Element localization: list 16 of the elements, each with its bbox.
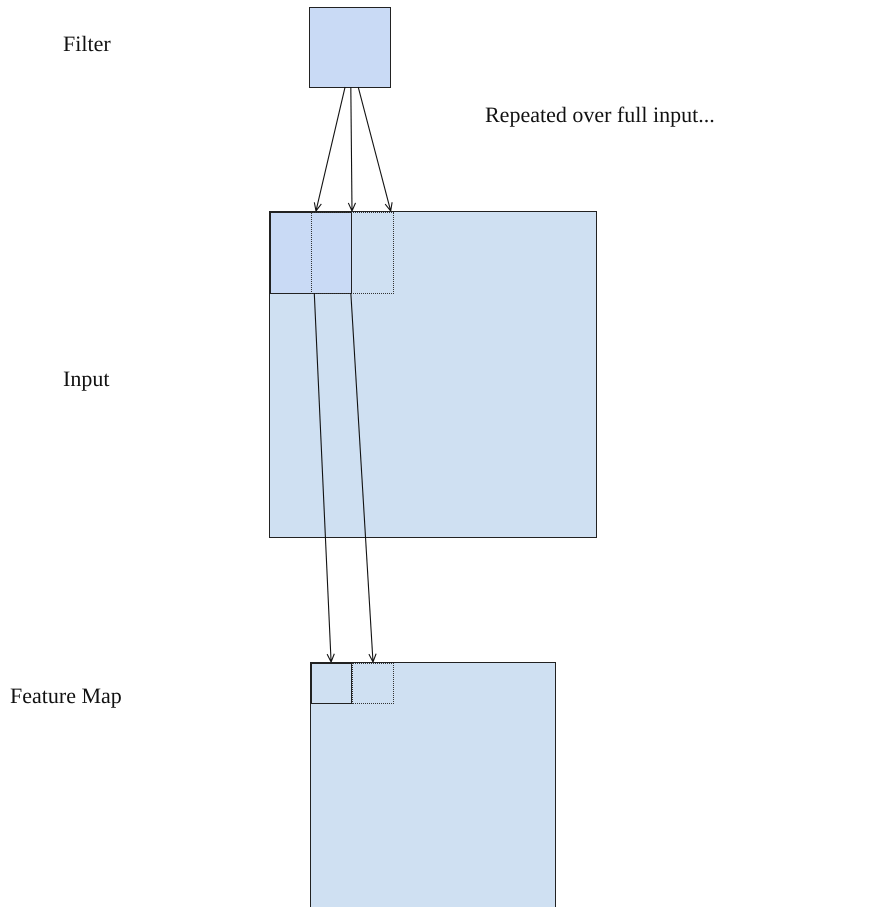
arrow [350, 292, 377, 663]
feature-map-grid [310, 662, 556, 907]
arrow [358, 86, 393, 212]
input-grid [269, 211, 597, 538]
arrow [314, 292, 335, 663]
arrow [314, 86, 346, 212]
arrow [348, 87, 356, 212]
filter-square [309, 7, 391, 88]
layer-label: Input [63, 366, 110, 392]
shifted-receptive-field [311, 212, 394, 294]
output-cell [311, 663, 352, 704]
receptive-field [270, 212, 352, 294]
note-text: Repeated over full input... [485, 102, 715, 128]
layer-label: Filter [63, 31, 111, 57]
layer-label: Feature Map [10, 683, 122, 709]
shifted-output-cell [352, 663, 394, 704]
